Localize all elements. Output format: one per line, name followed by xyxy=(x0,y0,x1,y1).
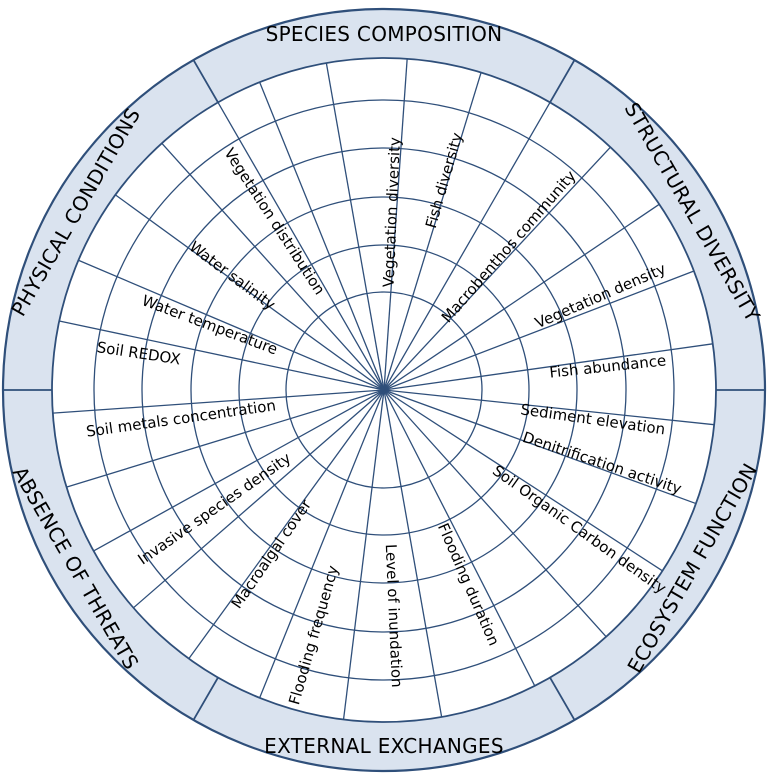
indicator-divider xyxy=(383,389,443,718)
dimension-divider xyxy=(192,59,219,103)
indicator-divider xyxy=(383,389,715,426)
dimension-divider xyxy=(549,677,576,721)
indicator-divider xyxy=(93,389,385,552)
indicator-divider xyxy=(342,389,385,720)
scale-ring xyxy=(190,196,578,584)
dimension-label-species-composition: SPECIES COMPOSITION xyxy=(266,22,503,46)
indicator-divider xyxy=(383,203,660,391)
indicator-divider xyxy=(383,343,713,391)
indicator-divider xyxy=(383,58,408,391)
indicator-divider xyxy=(115,194,385,391)
indicator-divider xyxy=(161,142,385,391)
indicator-divider xyxy=(383,389,607,638)
indicator-divider xyxy=(383,270,695,391)
indicator-divider xyxy=(66,389,385,488)
indicator-divider xyxy=(325,62,385,391)
indicator-divider xyxy=(383,389,663,572)
indicator-divider xyxy=(383,102,551,391)
indicator-divider xyxy=(383,72,482,391)
indicator-divider xyxy=(52,389,385,414)
scale-ring xyxy=(93,99,675,681)
indicator-divider xyxy=(383,389,697,505)
scale-ring xyxy=(141,147,627,633)
scale-ring xyxy=(238,244,530,536)
indicator-divider xyxy=(188,389,385,659)
indicator-divider xyxy=(259,81,385,391)
dimension-divider xyxy=(549,59,576,103)
dimension-divider xyxy=(192,677,219,721)
indicator-divider xyxy=(383,146,611,391)
dimension-label-external-exchanges: EXTERNAL EXCHANGES xyxy=(264,734,504,758)
indicator-divider xyxy=(78,259,385,391)
indicator-divider xyxy=(217,102,385,391)
indicator-divider xyxy=(59,320,385,391)
scale-ring xyxy=(285,291,483,489)
indicator-divider xyxy=(259,389,385,699)
indicator-divider xyxy=(133,389,385,609)
indicator-divider xyxy=(383,389,536,687)
